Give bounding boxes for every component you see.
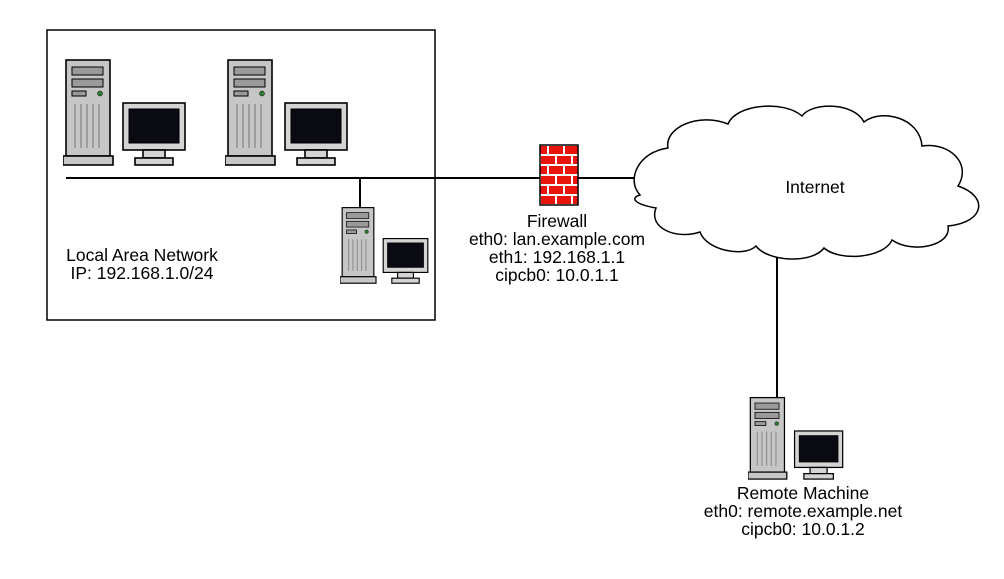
lan-label: Local Area Network IP: 192.168.1.0/24 bbox=[42, 246, 242, 282]
firewall-eth1-line: eth1: 192.168.1.1 bbox=[488, 247, 626, 267]
server-icon bbox=[340, 207, 429, 284]
remote-title: Remote Machine bbox=[736, 483, 870, 503]
lan-boundary-box bbox=[46, 29, 436, 321]
lan-title: Local Area Network bbox=[66, 245, 218, 265]
remote-label: Remote Machine eth0: remote.example.net … bbox=[688, 484, 918, 538]
remote-pc-icon bbox=[748, 396, 844, 480]
firewall-label: Firewall eth0: lan.example.com eth1: 192… bbox=[457, 212, 657, 284]
workstation-icon-1 bbox=[63, 59, 186, 166]
firewall-cipcb0-line: cipcb0: 10.0.1.1 bbox=[495, 265, 619, 285]
remote-eth0-line: eth0: remote.example.net bbox=[703, 501, 903, 521]
remote-cipcb0-line: cipcb0: 10.0.1.2 bbox=[741, 519, 865, 539]
internet-cloud-icon bbox=[633, 105, 980, 260]
firewall-title: Firewall bbox=[526, 211, 588, 231]
lan-ip: IP: 192.168.1.0/24 bbox=[70, 263, 214, 283]
internet-label: Internet bbox=[785, 177, 845, 197]
firewall-eth0-line: eth0: lan.example.com bbox=[468, 229, 646, 249]
workstation-icon-2 bbox=[225, 59, 348, 166]
firewall-icon bbox=[539, 144, 579, 206]
